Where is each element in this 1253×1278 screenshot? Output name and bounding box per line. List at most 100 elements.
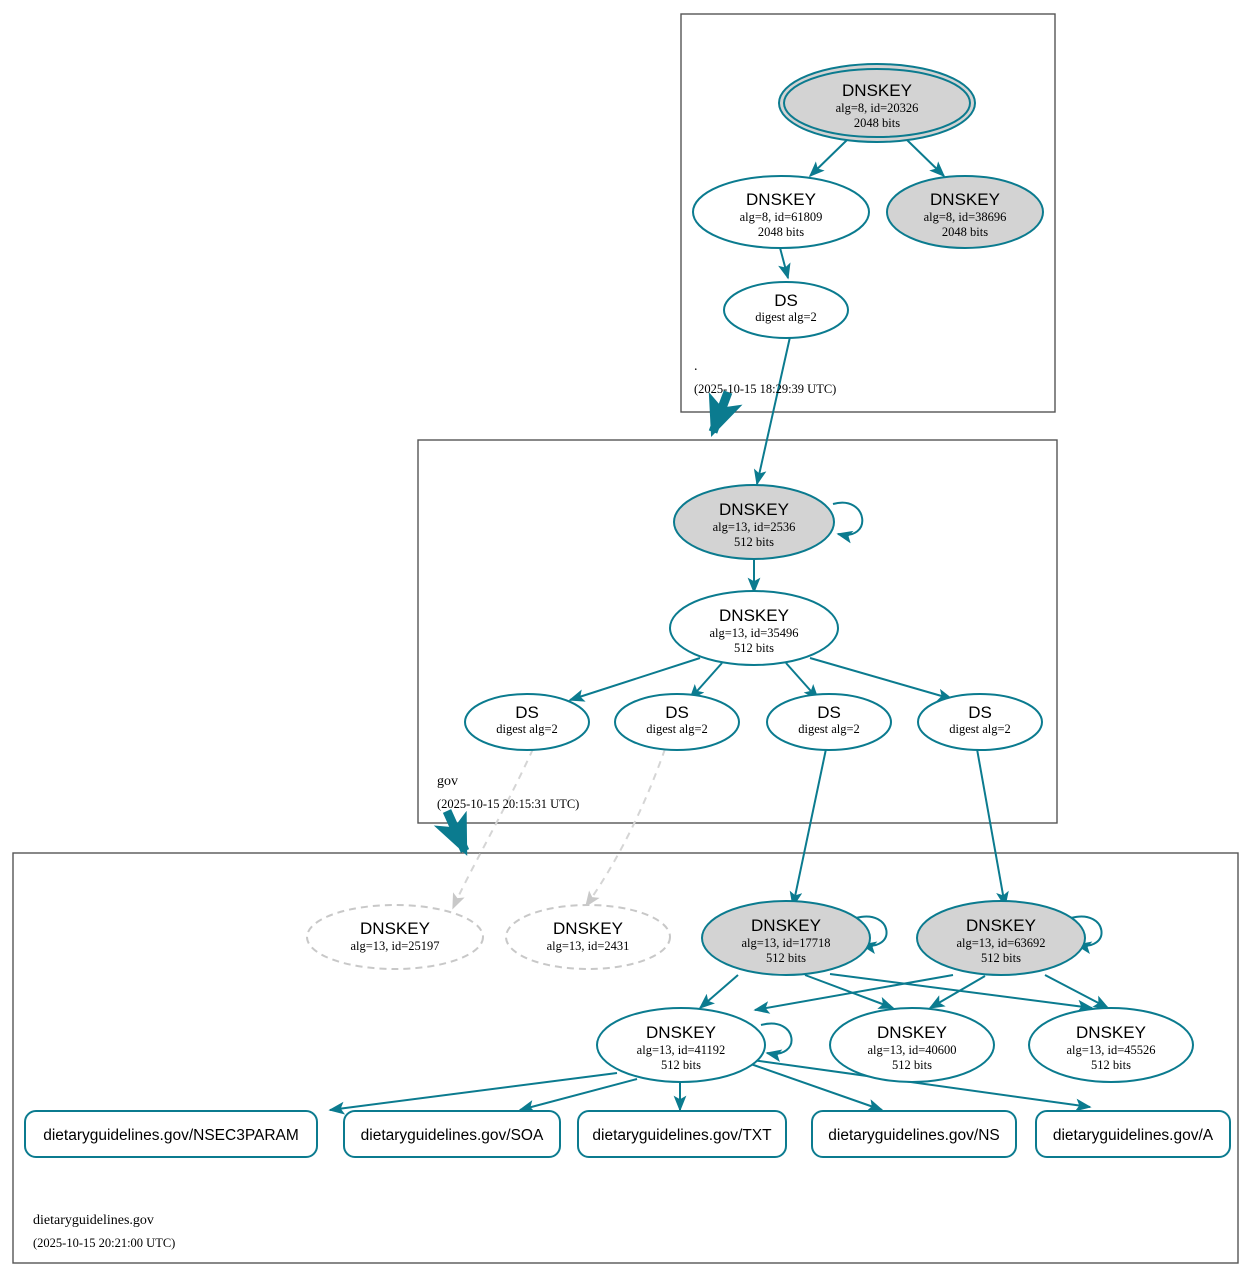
record-label: dietaryguidelines.gov/NS <box>828 1127 999 1144</box>
edge-gov-zsk-to-ds2 <box>688 662 723 701</box>
node-line2: alg=13, id=35496 <box>709 626 798 640</box>
node-line3: 512 bits <box>661 1058 701 1072</box>
node-line3: 512 bits <box>981 951 1021 965</box>
node-line2: alg=8, id=20326 <box>836 101 919 115</box>
node-title: DNSKEY <box>930 190 1000 209</box>
node-title: DS <box>774 291 798 310</box>
edge-selfsign-gov-ksk <box>832 501 864 544</box>
edge-key63692-to-key41192 <box>753 974 954 1014</box>
zone-label-root: . (2025-10-15 18:29:39 UTC) <box>694 359 836 396</box>
zone-label-gov: gov (2025-10-15 20:15:31 UTC) <box>437 774 579 811</box>
zone-name: gov <box>437 774 458 789</box>
node-gov-zsk-35496[interactable]: DNSKEY alg=13, id=35496 512 bits <box>669 590 839 666</box>
edge-gov-ds1-to-key25197 <box>452 748 534 910</box>
node-leaf-key-45526[interactable]: DNSKEY alg=13, id=45526 512 bits <box>1028 1007 1194 1083</box>
node-line3: 2048 bits <box>854 116 900 130</box>
node-title: DNSKEY <box>553 919 623 938</box>
edge-gov-zsk-to-ds3 <box>785 662 820 701</box>
node-gov-ds-2[interactable]: DS digest alg=2 <box>614 693 740 751</box>
edge-selfsign-key41192 <box>760 1022 793 1063</box>
node-line2: alg=13, id=25197 <box>350 939 439 953</box>
record-label: dietaryguidelines.gov/A <box>1053 1127 1214 1144</box>
edge-root-zsk-to-ds <box>778 243 791 280</box>
node-title: DNSKEY <box>719 606 789 625</box>
node-title: DNSKEY <box>877 1023 947 1042</box>
node-title: DNSKEY <box>751 916 821 935</box>
zone-name: dietaryguidelines.gov <box>33 1213 154 1228</box>
node-title: DS <box>665 703 689 722</box>
edge-gov-ds2-to-key2431 <box>585 748 666 908</box>
node-line3: 2048 bits <box>942 225 988 239</box>
record-box-soa[interactable]: dietaryguidelines.gov/SOA <box>343 1110 561 1158</box>
node-title: DS <box>515 703 539 722</box>
node-line2: alg=13, id=41192 <box>637 1043 726 1057</box>
node-line2: alg=13, id=2431 <box>547 939 630 953</box>
edge-gov-ds4-to-key63692 <box>976 748 1009 908</box>
record-label: dietaryguidelines.gov/SOA <box>361 1127 544 1144</box>
node-root-ksk-20326[interactable]: DNSKEY alg=8, id=20326 2048 bits <box>778 63 976 143</box>
edge-key17718-to-key40600 <box>804 974 895 1009</box>
node-title: DNSKEY <box>646 1023 716 1042</box>
node-line2: alg=8, id=38696 <box>924 210 1007 224</box>
node-line2: alg=8, id=61809 <box>740 210 823 224</box>
record-box-nsec3param[interactable]: dietaryguidelines.gov/NSEC3PARAM <box>24 1110 318 1158</box>
node-line2: alg=13, id=63692 <box>956 936 1045 950</box>
edge-key17718-to-key41192 <box>698 974 739 1010</box>
node-gov-ksk-2536[interactable]: DNSKEY alg=13, id=2536 512 bits <box>673 484 835 560</box>
edge-gov-zsk-to-ds4 <box>809 657 954 702</box>
node-line2: digest alg=2 <box>496 722 558 736</box>
node-line3: 2048 bits <box>758 225 804 239</box>
edge-root-ksk-to-zsk61809 <box>808 139 848 178</box>
node-line2: alg=13, id=40600 <box>867 1043 956 1057</box>
node-line3: 512 bits <box>892 1058 932 1072</box>
zone-link-root-to-gov <box>708 390 743 438</box>
edge-key41192-to-nsec3param <box>328 1072 618 1115</box>
node-title: DNSKEY <box>360 919 430 938</box>
node-root-ds[interactable]: DS digest alg=2 <box>723 281 849 339</box>
node-gov-ds-4[interactable]: DS digest alg=2 <box>917 693 1043 751</box>
record-box-a[interactable]: dietaryguidelines.gov/A <box>1035 1110 1231 1158</box>
node-line3: 512 bits <box>734 535 774 549</box>
node-line2: digest alg=2 <box>646 722 708 736</box>
node-leaf-key-40600[interactable]: DNSKEY alg=13, id=40600 512 bits <box>829 1007 995 1083</box>
zone-timestamp: (2025-10-15 20:21:00 UTC) <box>33 1236 175 1250</box>
node-title: DS <box>968 703 992 722</box>
edge-selfsign-key63692 <box>1070 915 1103 955</box>
node-leaf-key-25197[interactable]: DNSKEY alg=13, id=25197 <box>306 904 484 970</box>
record-box-txt[interactable]: dietaryguidelines.gov/TXT <box>577 1110 787 1158</box>
node-root-zsk-61809[interactable]: DNSKEY alg=8, id=61809 2048 bits <box>692 175 870 249</box>
record-label: dietaryguidelines.gov/TXT <box>592 1127 772 1144</box>
node-gov-ds-1[interactable]: DS digest alg=2 <box>464 693 590 751</box>
edge-root-ksk-to-key38696 <box>906 139 946 178</box>
node-root-key-38696[interactable]: DNSKEY alg=8, id=38696 2048 bits <box>886 175 1044 249</box>
node-leaf-ksk-17718[interactable]: DNSKEY alg=13, id=17718 512 bits <box>701 900 871 976</box>
node-gov-ds-3[interactable]: DS digest alg=2 <box>766 693 892 751</box>
node-line2: digest alg=2 <box>755 310 817 324</box>
node-line2: digest alg=2 <box>949 722 1011 736</box>
edge-key41192-to-a <box>751 1059 1092 1112</box>
zone-timestamp: (2025-10-15 18:29:39 UTC) <box>694 382 836 396</box>
edge-selfsign-key17718 <box>855 915 888 955</box>
edge-key63692-to-key45526 <box>1044 974 1110 1009</box>
node-line2: digest alg=2 <box>798 722 860 736</box>
node-leaf-key-2431[interactable]: DNSKEY alg=13, id=2431 <box>505 904 671 970</box>
zone-name: . <box>694 359 698 374</box>
node-line2: alg=13, id=2536 <box>713 520 796 534</box>
edge-gov-ds3-to-key17718 <box>789 748 827 908</box>
edge-key63692-to-key40600 <box>928 975 986 1009</box>
node-title: DNSKEY <box>719 500 789 519</box>
record-label: dietaryguidelines.gov/NSEC3PARAM <box>43 1127 299 1144</box>
node-title: DNSKEY <box>966 916 1036 935</box>
node-title: DNSKEY <box>1076 1023 1146 1042</box>
node-line3: 512 bits <box>1091 1058 1131 1072</box>
zone-link-gov-to-leaf <box>433 809 470 856</box>
zone-label-leaf: dietaryguidelines.gov (2025-10-15 20:21:… <box>33 1213 175 1250</box>
node-title: DS <box>817 703 841 722</box>
edge-key41192-to-ns <box>747 1062 884 1112</box>
node-line3: 512 bits <box>766 951 806 965</box>
record-box-ns[interactable]: dietaryguidelines.gov/NS <box>811 1110 1017 1158</box>
node-leaf-ksk-63692[interactable]: DNSKEY alg=13, id=63692 512 bits <box>916 900 1086 976</box>
node-leaf-zsk-41192[interactable]: DNSKEY alg=13, id=41192 512 bits <box>596 1007 766 1083</box>
